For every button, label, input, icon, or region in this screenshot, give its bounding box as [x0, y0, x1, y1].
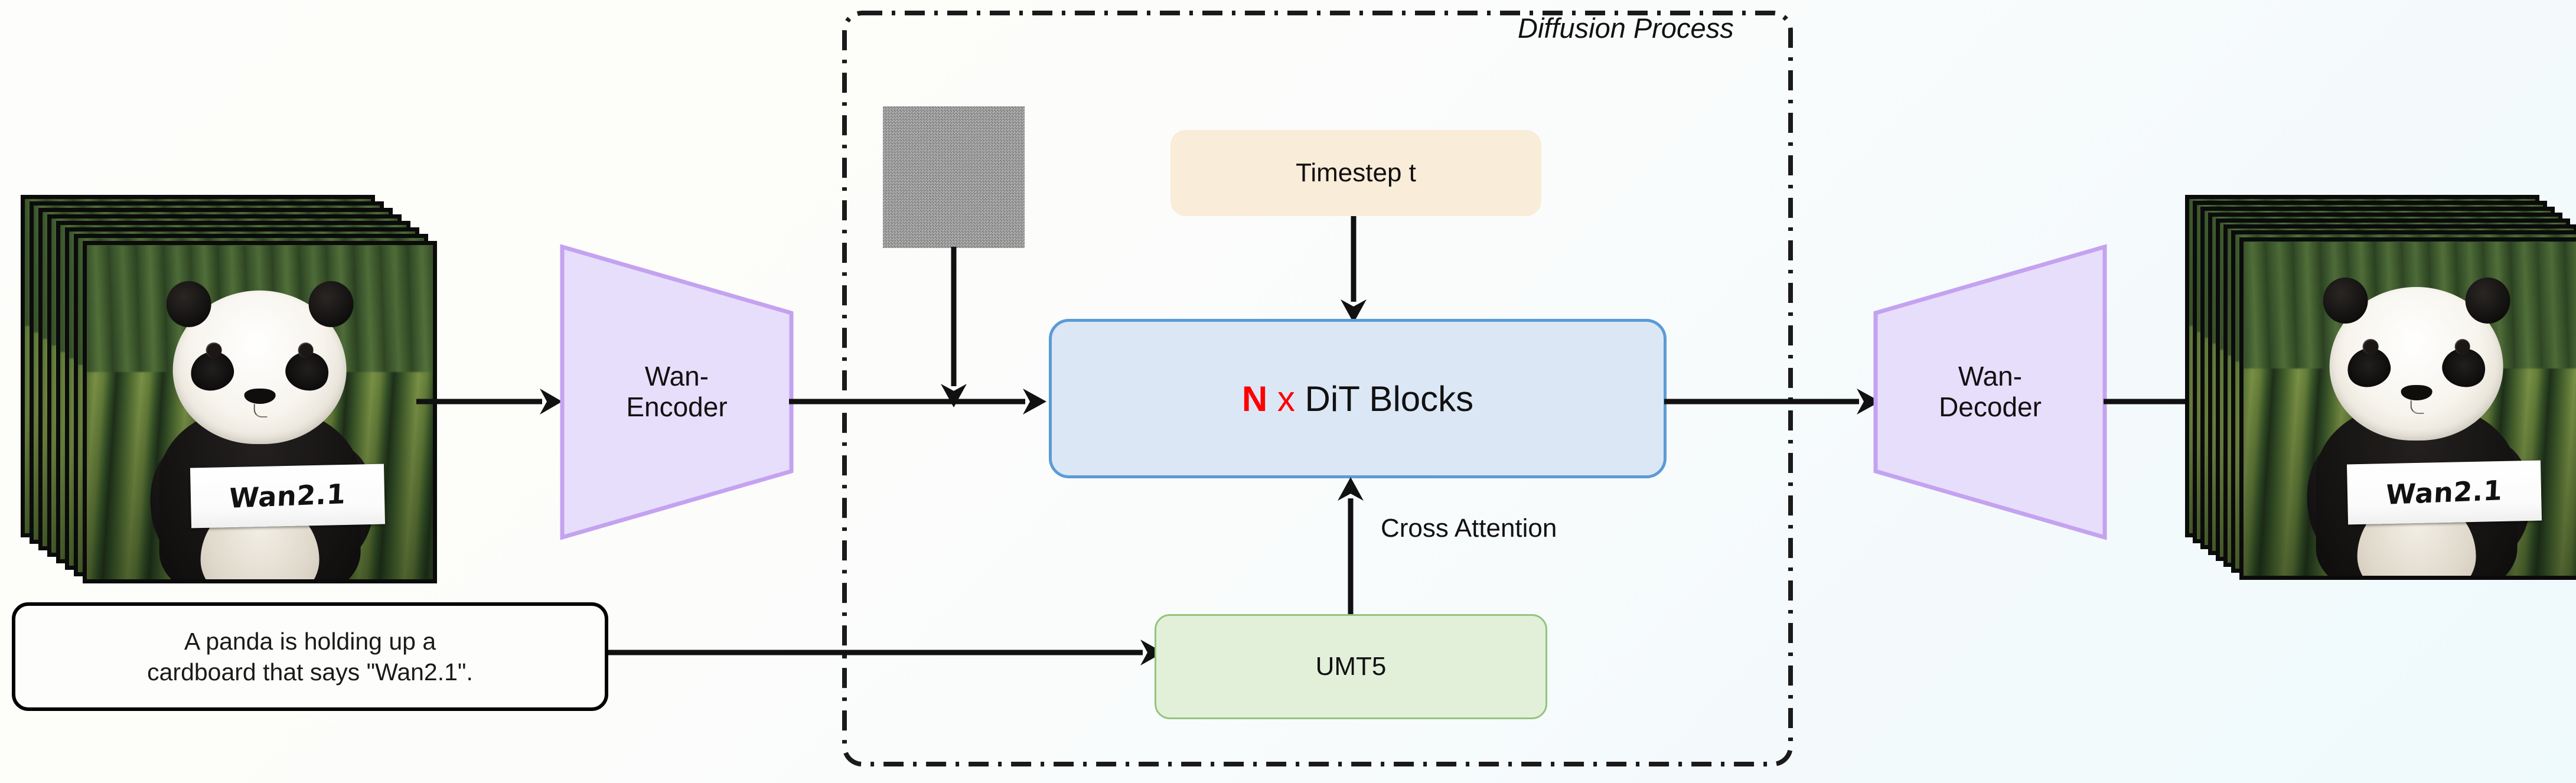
video-frame-front: Wan2.1 [83, 241, 437, 583]
cross-attention-label: Cross Attention [1381, 514, 1557, 543]
dit-blocks-label: N x DiT Blocks [1242, 379, 1473, 419]
dit-blocks-box[interactable]: N x DiT Blocks [1049, 319, 1667, 478]
edge-dit-to-decoder [1664, 389, 1880, 415]
edge-input-to-encoder [416, 389, 562, 415]
wan-decoder-shape [1873, 244, 2107, 540]
input-video-frames: Wan2.1 [21, 195, 440, 585]
sign-text: Wan2.1 [2385, 474, 2503, 511]
prompt-text: A panda is holding up a cardboard that s… [147, 627, 473, 686]
output-video-frames: Wan2.1 [2185, 195, 2576, 585]
timestep-label: Timestep t [1296, 158, 1416, 187]
dit-block-count: N [1241, 379, 1268, 419]
noise-latent-patch [883, 106, 1025, 248]
panda-illustration [2297, 268, 2540, 576]
cardboard-sign: Wan2.1 [190, 464, 385, 528]
dit-blocks-text: DiT Blocks [1305, 379, 1474, 419]
edge-prompt-to-umt5 [608, 640, 1163, 665]
timestep-box[interactable]: Timestep t [1170, 130, 1541, 216]
edge-umt5-to-dit [1338, 477, 1364, 614]
wan-encoder-shape [560, 244, 794, 540]
diffusion-process-border [842, 11, 1793, 766]
wan-encoder[interactable]: Wan- Encoder [560, 244, 794, 540]
diffusion-process-group [842, 11, 1795, 769]
sign-text: Wan2.1 [228, 477, 347, 514]
cardboard-sign: Wan2.1 [2346, 460, 2542, 524]
edge-noise-to-dit [941, 247, 967, 407]
edge-encoder-to-dit [789, 389, 1046, 415]
edge-timestep-to-dit [1341, 216, 1367, 323]
wan-decoder[interactable]: Wan- Decoder [1873, 244, 2107, 540]
video-frame-front: Wan2.1 [2239, 237, 2576, 580]
umt5-label: UMT5 [1315, 652, 1387, 681]
dit-multiply-sign: x [1277, 379, 1295, 419]
prompt-textbox[interactable]: A panda is holding up a cardboard that s… [12, 602, 608, 711]
diffusion-process-title: Diffusion Process [1518, 12, 1734, 44]
umt5-box[interactable]: UMT5 [1155, 614, 1547, 719]
panda-illustration [141, 272, 383, 579]
